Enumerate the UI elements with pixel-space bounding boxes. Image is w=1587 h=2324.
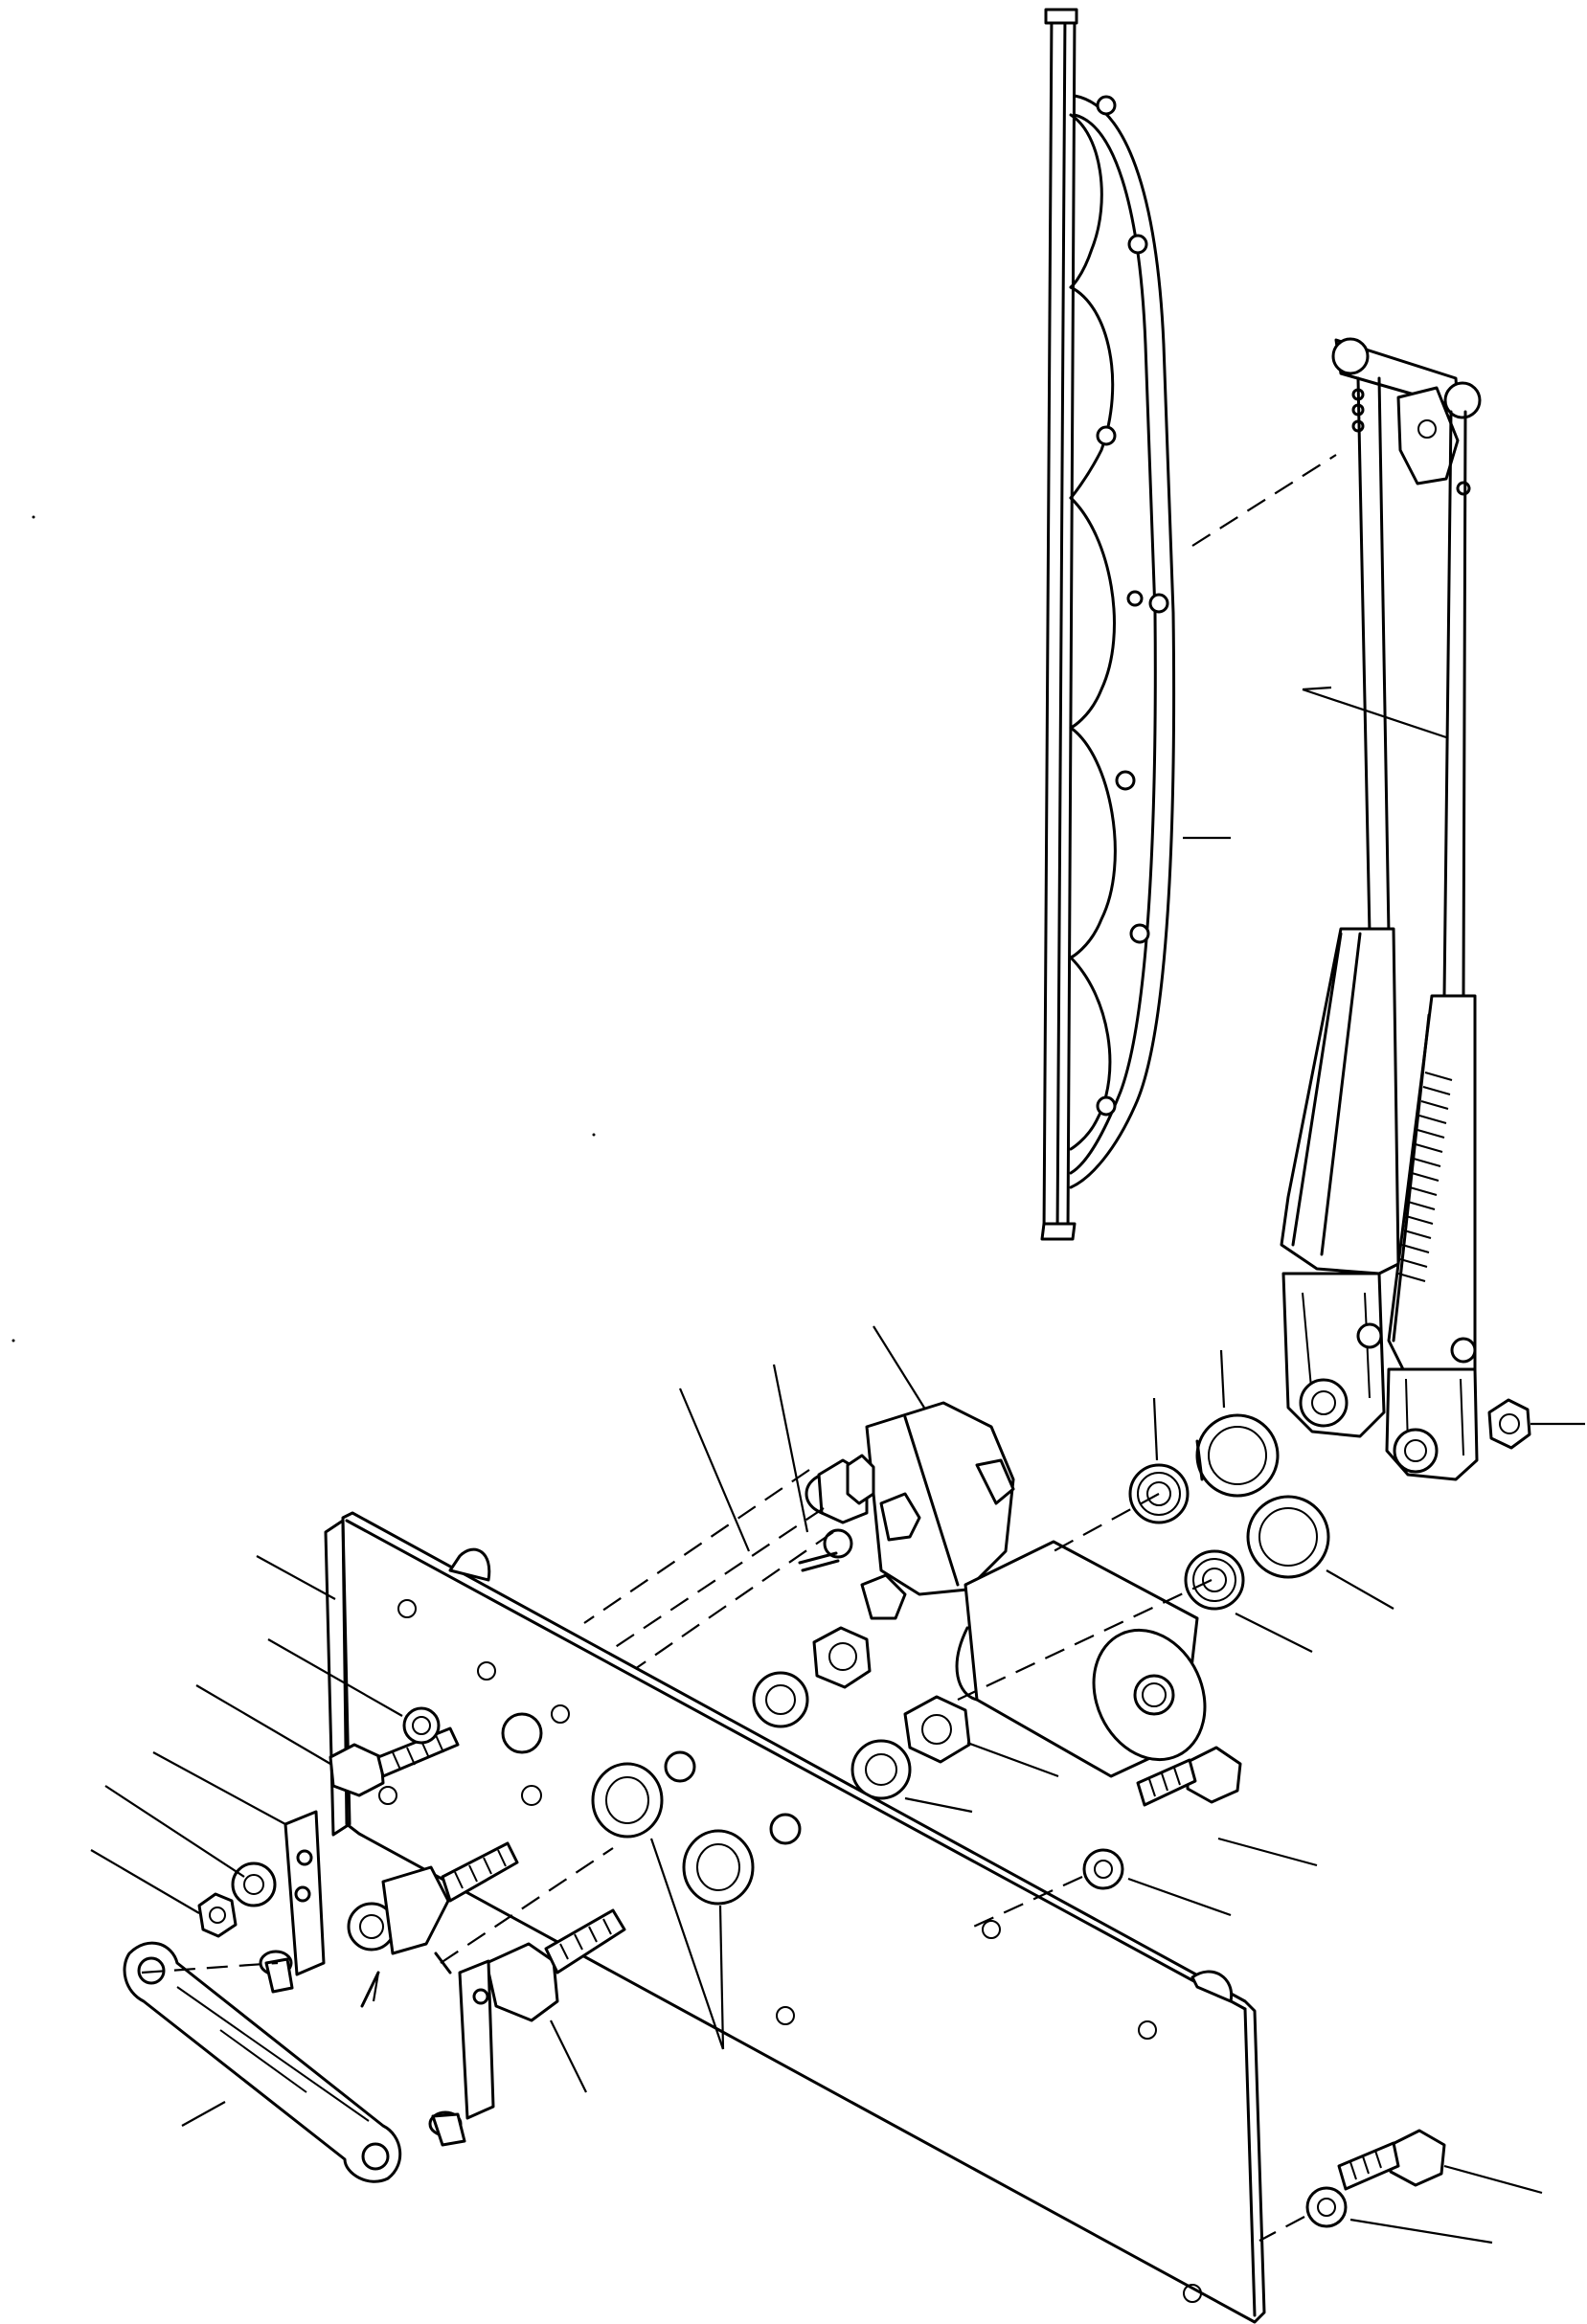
crank-icon	[259, 1810, 326, 1994]
leader-line	[1152, 1397, 1159, 1461]
assembly-axis-line	[1053, 1493, 1160, 1552]
bushing-icon	[591, 1762, 755, 1906]
leader-line	[1219, 1349, 1226, 1409]
leader-line	[104, 1785, 245, 1878]
crank-icon	[428, 1959, 495, 2147]
leader-line	[195, 1684, 331, 1765]
assembly-axis-line	[583, 1469, 810, 1624]
leader-line	[256, 1555, 336, 1600]
nut-icon	[197, 1892, 238, 1938]
leader-line	[1302, 686, 1332, 691]
assembly-axis-line	[440, 1847, 614, 1964]
leader-line	[152, 1751, 286, 1825]
bushing-icon	[1195, 1413, 1330, 1579]
washer-icon	[1305, 2186, 1348, 2228]
assembly-axis-line	[957, 1579, 1213, 1701]
assembly-axis-line	[966, 1876, 1083, 1930]
speck	[592, 1133, 596, 1137]
spindle-icon	[485, 1908, 626, 2022]
assembly-axis-line	[1258, 2216, 1305, 2242]
assembly-axis-line	[1191, 454, 1337, 547]
plate-icon	[324, 1511, 1266, 2324]
bolt-icon	[1136, 1746, 1242, 1807]
leader-line	[90, 1849, 200, 1914]
connector-icon	[798, 1401, 1015, 1620]
leader-line	[772, 1364, 809, 1533]
leader-line	[649, 1838, 725, 2050]
leader-line	[550, 2019, 587, 2093]
leader-line	[1443, 2164, 1543, 2195]
leader-line	[1349, 2218, 1493, 2245]
leader-line	[904, 1796, 973, 1814]
wiper-arm-icon	[1280, 337, 1482, 1481]
assembly-axis-line	[141, 1961, 279, 1974]
leader-line	[1302, 688, 1447, 739]
leader-line	[181, 2101, 226, 2127]
leader-line	[966, 1741, 1059, 1778]
washer-icon	[850, 1739, 912, 1800]
washer-icon	[1082, 1848, 1124, 1890]
leader-line	[1127, 1877, 1232, 1917]
speck	[32, 515, 35, 519]
bolt-icon	[1337, 2129, 1446, 2191]
nut-icon	[1487, 1398, 1531, 1450]
leader-line	[678, 1388, 751, 1552]
assembly-axis-line	[607, 1507, 825, 1653]
spring-icon	[1397, 1072, 1453, 1282]
washer-icon	[231, 1861, 277, 1907]
spindle-icon	[347, 1841, 519, 2008]
leader-line	[1326, 1569, 1394, 1610]
leader-line	[1217, 1837, 1318, 1867]
link-rod-icon	[123, 1941, 402, 2183]
leader-line	[718, 1905, 725, 2050]
washer-icon	[402, 1706, 441, 1745]
washer-icon	[752, 1671, 809, 1728]
leader-line	[1235, 1613, 1313, 1653]
wiper-blade-icon	[1040, 8, 1176, 1241]
motor-icon	[955, 1540, 1207, 1778]
nut-icon	[812, 1626, 872, 1689]
leader-line	[873, 1325, 925, 1409]
nut-icon	[903, 1695, 971, 1764]
assembly-axis-line	[631, 1531, 834, 1672]
leader-line	[267, 1638, 403, 1717]
leader-line	[372, 1972, 380, 2002]
speck	[11, 1339, 15, 1343]
